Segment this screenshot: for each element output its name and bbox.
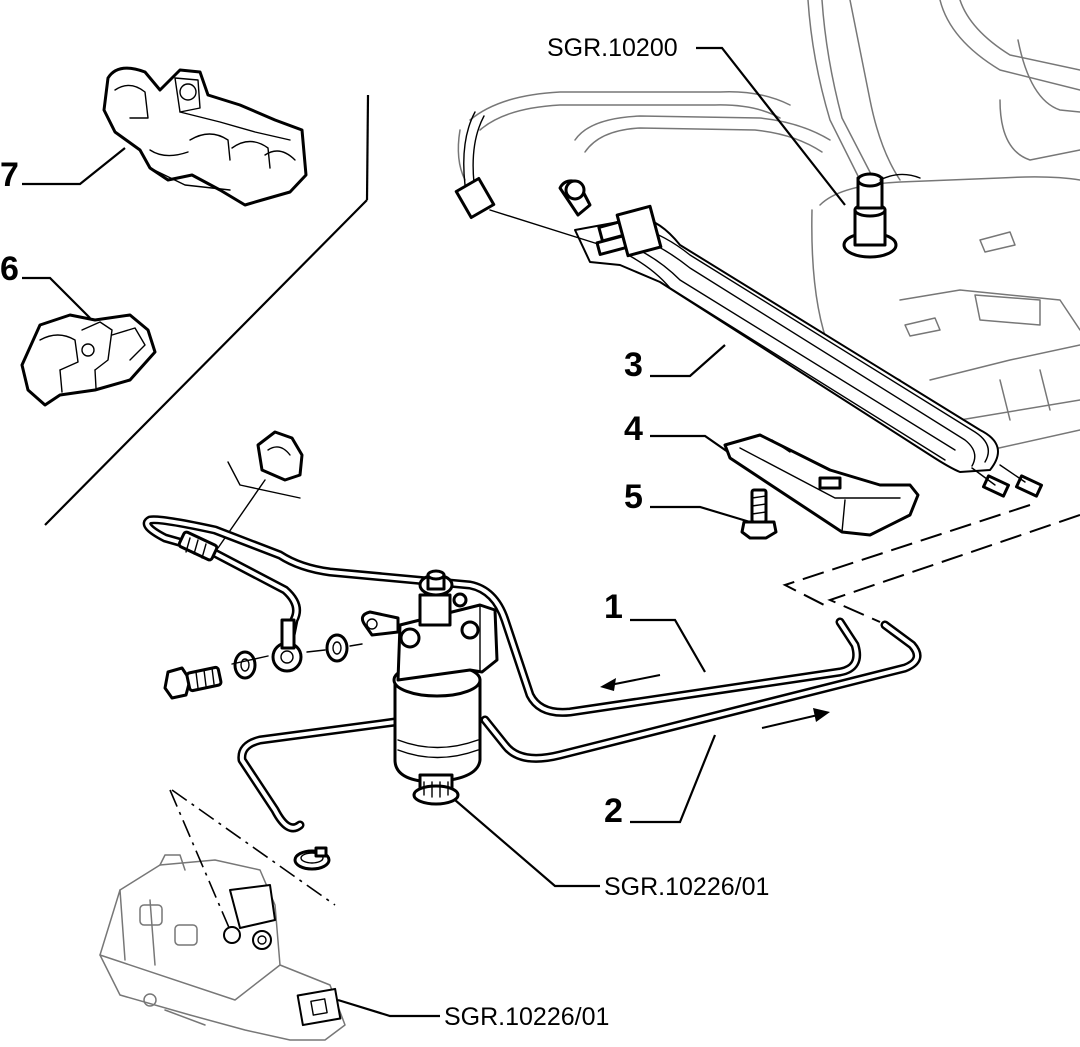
item-label-1: 1 — [604, 588, 623, 626]
part-5-screw — [740, 488, 778, 540]
ref-label-filter: SGR.10226/01 — [604, 873, 769, 901]
section-divider — [365, 94, 370, 201]
part-7-pipe-clip-multi — [102, 66, 308, 207]
injection-pump-ghost — [99, 854, 346, 1041]
leader-lines — [22, 46, 846, 1018]
part-4-pipe-guard — [723, 433, 920, 537]
item-label-5: 5 — [624, 478, 643, 516]
ref-label-tank: SGR.10200 — [547, 34, 678, 62]
part-1-fuel-return-pipe — [142, 515, 862, 717]
tank-sender-unit — [842, 172, 921, 259]
item-label-6: 6 — [0, 250, 19, 288]
item-label-2: 2 — [604, 792, 623, 830]
hose-clamp — [293, 846, 331, 871]
part-2-fuel-supply-pipe — [200, 543, 922, 833]
item-label-7: 7 — [0, 156, 19, 194]
flow-arrow-return — [600, 674, 661, 691]
hose-sleeve — [177, 530, 219, 562]
item-label-4: 4 — [624, 410, 643, 448]
inline-pipe-clip — [217, 430, 304, 549]
item-label-3: 3 — [624, 346, 643, 384]
fuel-filter-assembly — [360, 569, 499, 806]
ref-label-pump: SGR.10226/01 — [444, 1003, 609, 1031]
fuel-tank-outline — [457, 0, 1080, 451]
banjo-bolt-and-washers — [163, 618, 363, 700]
section-divider-diagonal — [44, 199, 368, 526]
part-3-fuel-pipe-bundle — [454, 111, 1044, 498]
continuation-dashes — [782, 504, 1080, 623]
part-6-pipe-clip — [20, 313, 157, 407]
alignment-line — [169, 789, 336, 931]
flow-arrow-supply — [761, 708, 830, 729]
